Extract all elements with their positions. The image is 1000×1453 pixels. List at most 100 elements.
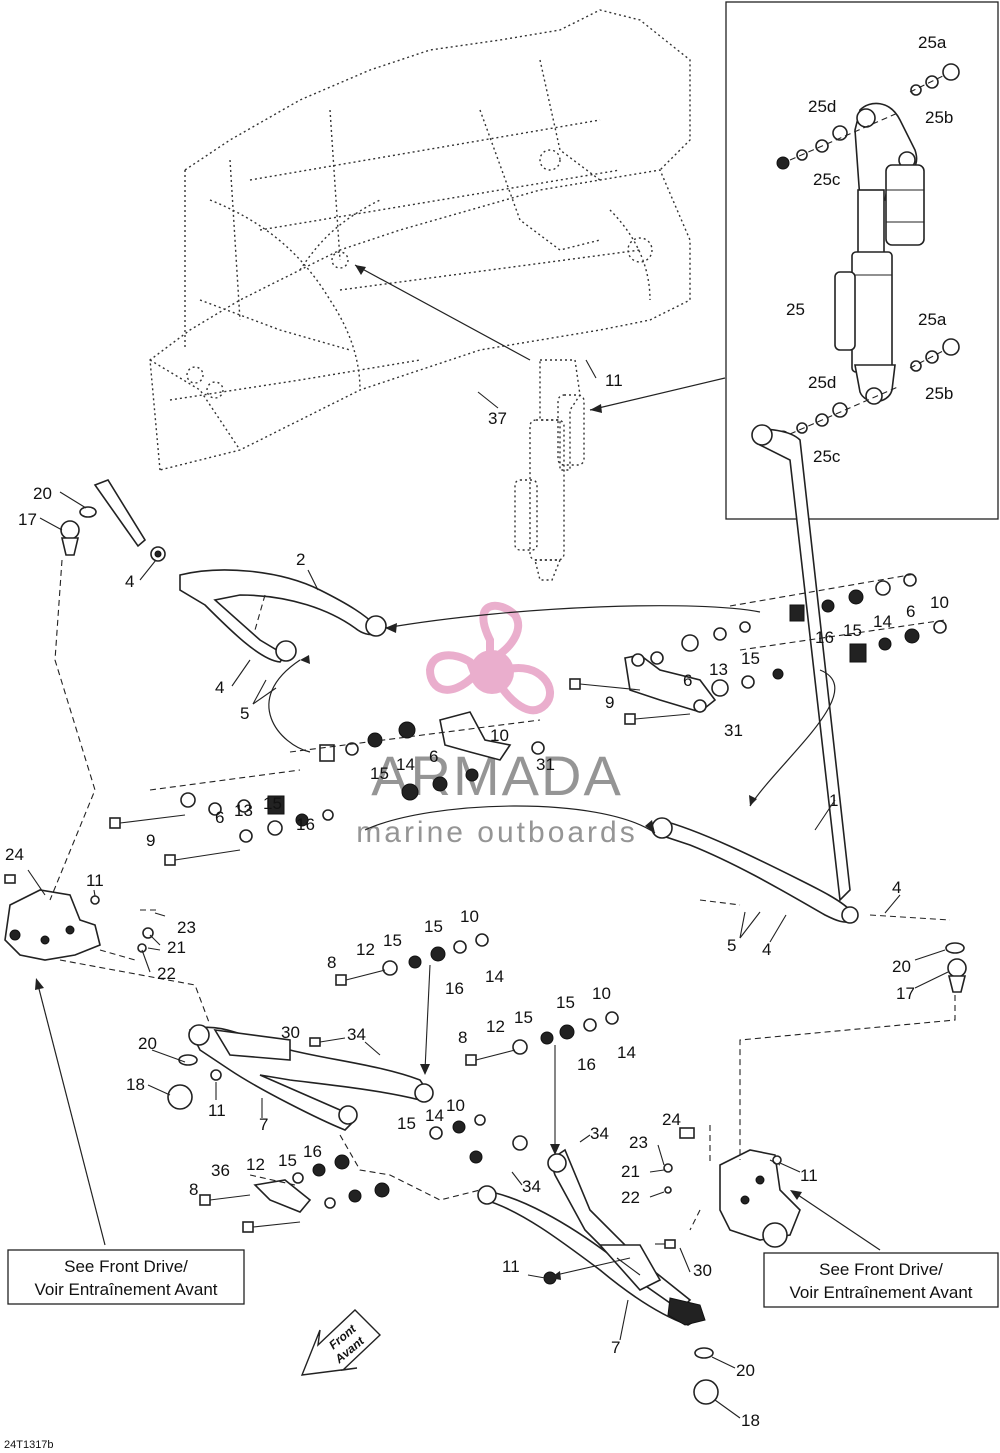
callout: 10 [446, 1096, 465, 1115]
callout: 34 [522, 1177, 541, 1196]
callout: 4 [125, 572, 134, 591]
callout: 25 [786, 300, 805, 319]
callout: 4 [215, 678, 224, 697]
callout: 6 [683, 671, 692, 690]
callout: 11 [800, 1166, 818, 1185]
callout: 14 [873, 612, 892, 631]
callout: 16 [815, 628, 834, 647]
callout: 16 [296, 815, 315, 834]
callout: 24 [5, 845, 24, 864]
callout: 11 [605, 371, 623, 390]
callout: 15 [843, 621, 862, 640]
callout: 7 [259, 1115, 268, 1134]
callout: 20 [138, 1034, 157, 1053]
callout: 11 [208, 1101, 226, 1120]
reference-box-line2: Voir Entraînement Avant [789, 1283, 972, 1302]
callout: 14 [617, 1043, 636, 1062]
knuckle-left [4, 874, 166, 961]
callout: 25a [918, 33, 947, 52]
callout-leaders [27, 359, 949, 1419]
callout: 8 [327, 953, 336, 972]
callout: 23 [177, 918, 196, 937]
callout: 13 [709, 660, 728, 679]
callout: 22 [621, 1188, 640, 1207]
callout: 6 [429, 747, 438, 766]
reference-box-line1: See Front Drive/ [819, 1260, 943, 1279]
callout: 25d [808, 97, 836, 116]
callout: 30 [693, 1261, 712, 1280]
callout: 8 [189, 1180, 198, 1199]
callout: 12 [246, 1155, 265, 1174]
callout: 8 [458, 1028, 467, 1047]
callout: 18 [741, 1411, 760, 1430]
bushing-stack-center-right [569, 621, 784, 725]
callout: 6 [906, 602, 915, 621]
callout: 21 [167, 938, 186, 957]
callout: 34 [590, 1124, 609, 1143]
callout: 34 [347, 1025, 366, 1044]
callout: 9 [605, 693, 614, 712]
reference-box-right: See Front Drive/ Voir Entraînement Avant [763, 1252, 999, 1308]
callout: 10 [460, 907, 479, 926]
vehicle-frame [149, 9, 691, 471]
shock-detail-drawing [776, 63, 960, 444]
bushing-stack-lower-left [109, 769, 334, 866]
upper-a-arm-right [651, 424, 859, 924]
assembly-guide-lines [35, 559, 956, 1280]
callout: 10 [592, 984, 611, 1003]
callout: 25b [925, 384, 953, 403]
callout: 4 [762, 940, 771, 959]
callout: 30 [281, 1023, 300, 1042]
callout: 12 [356, 940, 375, 959]
callout: 21 [621, 1162, 640, 1181]
callout: 15 [741, 649, 760, 668]
callout: 23 [629, 1133, 648, 1152]
callout: 25c [813, 447, 841, 466]
reference-box-line1: See Front Drive/ [64, 1257, 188, 1276]
callout: 14 [425, 1106, 444, 1125]
callout: 10 [930, 593, 949, 612]
upper-a-arm-left [93, 479, 387, 663]
callout: 20 [892, 957, 911, 976]
callout: 12 [486, 1017, 505, 1036]
callout: 13 [234, 801, 253, 820]
shock-absorber-assembly [514, 359, 585, 581]
watermark-tagline: marine outboards [356, 816, 637, 849]
lower-a-arm-left [188, 1024, 434, 1131]
callout: 5 [727, 936, 736, 955]
callout: 15 [383, 931, 402, 950]
shock-detail-inset [725, 1, 999, 520]
callout: 10 [490, 726, 509, 745]
callout: 16 [577, 1055, 596, 1074]
callout: 7 [611, 1338, 620, 1357]
callout: 25a [918, 310, 947, 329]
callout: 25c [813, 170, 841, 189]
bushing-stack-center-left [289, 711, 545, 801]
callout: 11 [86, 871, 104, 890]
callout-labels: 25a 25d 25b 25c 25 25a 25d 25b 25c 11 37… [5, 33, 953, 1430]
callout: 25b [925, 108, 953, 127]
callout: 17 [896, 984, 915, 1003]
callout: 15 [278, 1151, 297, 1170]
callout: 16 [445, 979, 464, 998]
drawing-number: 24T1317b [4, 1439, 54, 1451]
knuckle-right [663, 1127, 801, 1248]
propeller-logo-icon [425, 601, 554, 715]
callout: 9 [146, 831, 155, 850]
callout: 37 [488, 409, 507, 428]
callout: 31 [724, 721, 743, 740]
lower-a-arm-right [477, 1148, 706, 1326]
callout: 15 [370, 764, 389, 783]
callout: 22 [157, 964, 176, 983]
callout: 18 [126, 1075, 145, 1094]
callout: 1 [829, 791, 838, 810]
callout: 14 [485, 967, 504, 986]
callout: 16 [303, 1142, 322, 1161]
reference-box-left: See Front Drive/ Voir Entraînement Avant [7, 1249, 245, 1305]
callout: 20 [33, 484, 52, 503]
callout: 15 [556, 993, 575, 1012]
callout: 2 [296, 550, 305, 569]
bushing-stack-lower-center [199, 933, 676, 1285]
callout: 31 [536, 755, 555, 774]
